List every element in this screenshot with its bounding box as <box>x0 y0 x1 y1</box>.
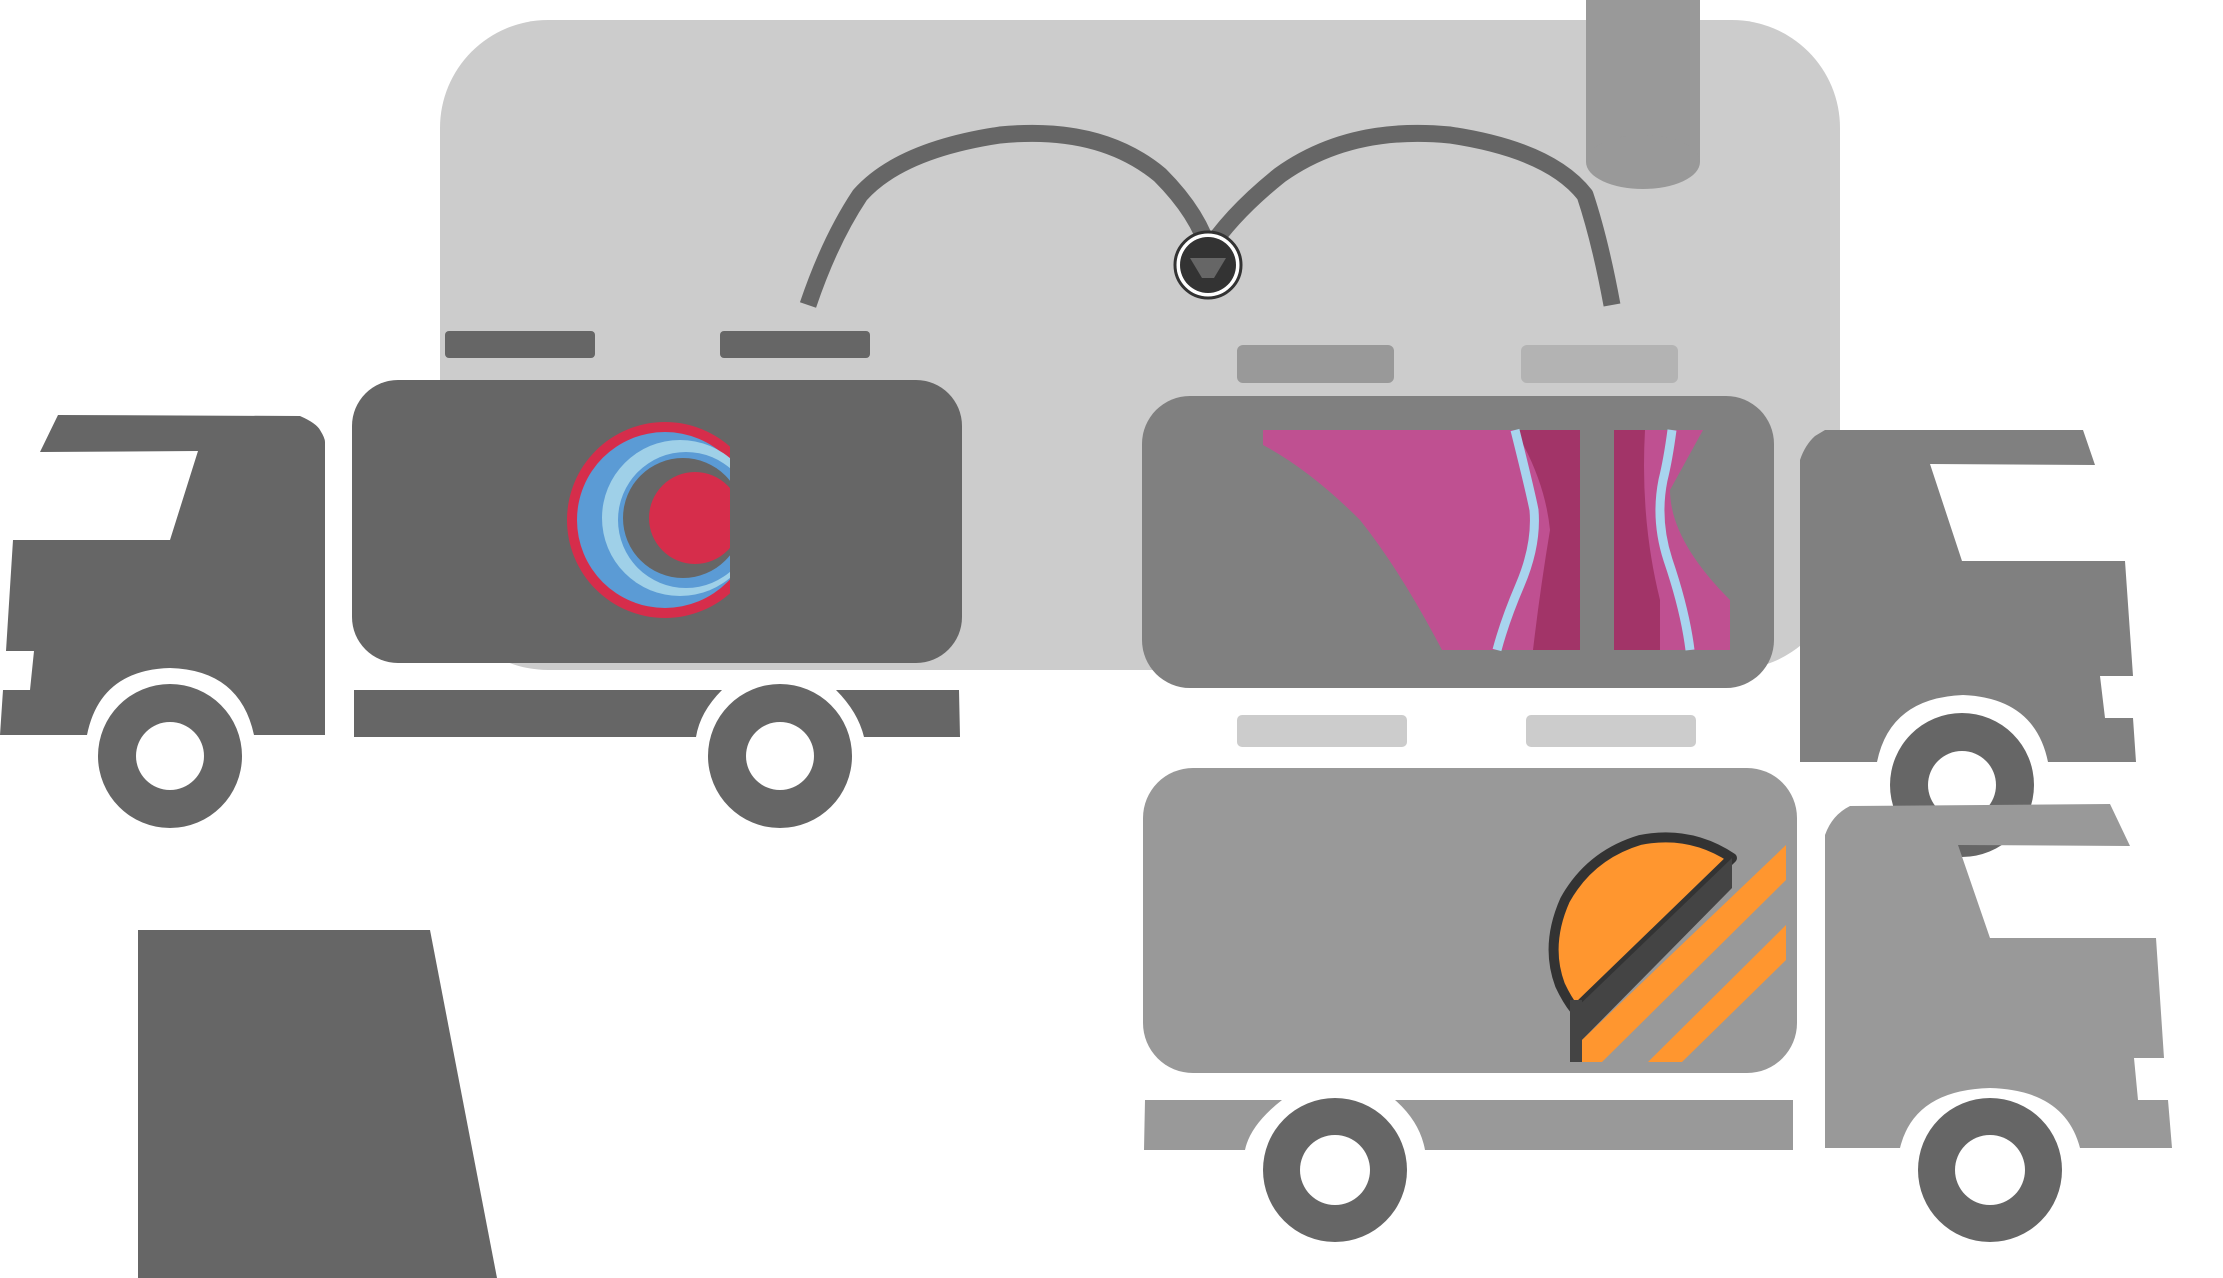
roof-slat <box>445 331 595 358</box>
chassis <box>1144 1100 1282 1150</box>
hose-icon <box>799 124 1621 308</box>
chassis <box>836 690 960 737</box>
roof-slat <box>720 331 870 358</box>
right-box-truck <box>1142 396 2136 857</box>
wheel <box>708 684 852 828</box>
wheel <box>98 684 242 828</box>
left-tanker-truck <box>0 380 962 828</box>
trapezoid-block-icon <box>138 930 497 1278</box>
exhaust-pipe-icon <box>1586 0 1700 189</box>
crescent-logo-icon <box>567 422 730 618</box>
wheel <box>1918 1098 2062 1242</box>
wheel <box>1263 1098 1407 1242</box>
chassis <box>354 690 722 737</box>
truck-cab <box>1800 430 2136 762</box>
roof-slat <box>1237 345 1394 383</box>
truck-cab <box>0 415 325 735</box>
valve-icon <box>1173 230 1243 300</box>
sunset-logo-icon <box>1548 832 1786 1062</box>
roof-slat <box>1237 715 1407 747</box>
chassis <box>1395 1100 1793 1150</box>
curtain-logo-icon <box>1263 428 1730 652</box>
right-tanker-truck <box>1143 768 2172 1242</box>
roof-slat <box>1526 715 1696 747</box>
roof-slat <box>1521 345 1678 383</box>
truck-cab <box>1825 804 2172 1148</box>
